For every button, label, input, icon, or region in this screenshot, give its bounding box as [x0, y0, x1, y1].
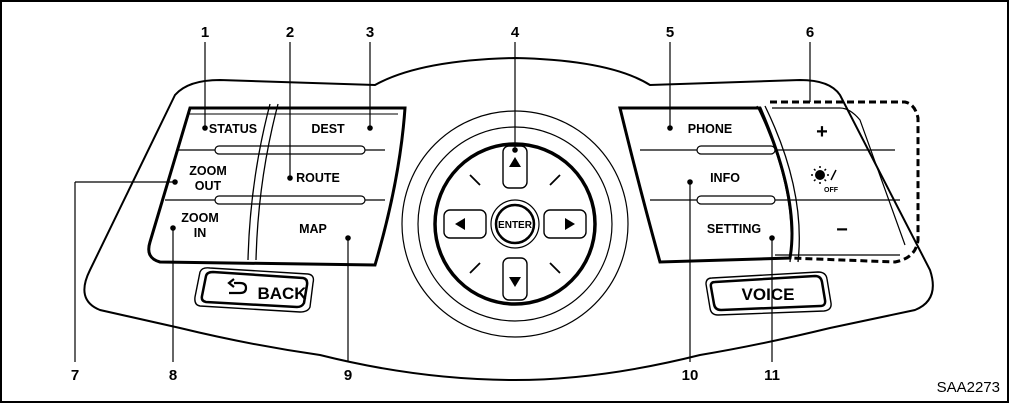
- enter-button-label: ENTER: [498, 220, 533, 231]
- control-panel-outline: [83, 56, 934, 382]
- callout-9: 9: [344, 367, 352, 384]
- brightness-day-night-button[interactable]: OFF: [811, 166, 846, 194]
- volume-up-button[interactable]: +: [816, 121, 828, 143]
- arrow-right-icon: [565, 218, 575, 230]
- enter-button[interactable]: [494, 203, 536, 245]
- callout-8: 8: [169, 367, 177, 384]
- voice-button-label: VOICE: [742, 285, 795, 304]
- zoom-out-button-line1[interactable]: ZOOM: [189, 164, 227, 178]
- setting-button[interactable]: SETTING: [707, 222, 761, 236]
- left-button-cluster: [147, 103, 407, 267]
- dial-down-button[interactable]: [502, 257, 528, 301]
- voice-button[interactable]: VOICE: [705, 271, 832, 316]
- moon-icon: [838, 168, 846, 183]
- arrow-up-icon: [509, 157, 521, 167]
- callout-2: 2: [286, 24, 294, 41]
- back-arrow-icon: [229, 281, 248, 295]
- callout-4: 4: [511, 24, 520, 41]
- callout-7: 7: [71, 367, 79, 384]
- phone-button[interactable]: PHONE: [688, 122, 732, 136]
- callout-3: 3: [366, 24, 374, 41]
- dial-left-button[interactable]: [443, 209, 487, 239]
- arrow-down-icon: [509, 277, 521, 287]
- callout-10: 10: [682, 367, 699, 384]
- diagram-code: SAA2273: [937, 379, 1000, 396]
- callout-5: 5: [666, 24, 674, 41]
- dial-right-button[interactable]: [543, 209, 587, 239]
- back-button[interactable]: BACK: [194, 267, 315, 313]
- route-button[interactable]: ROUTE: [296, 171, 340, 185]
- callout-1: 1: [201, 24, 209, 41]
- zoom-in-button-line2[interactable]: IN: [194, 226, 207, 240]
- center-dial[interactable]: [401, 110, 629, 338]
- off-label: OFF: [824, 187, 839, 194]
- back-button-label: BACK: [257, 284, 307, 303]
- volume-down-button[interactable]: −: [836, 219, 848, 241]
- map-button[interactable]: MAP: [299, 222, 327, 236]
- callout-leaders: [74, 42, 811, 362]
- callout-11: 11: [764, 367, 780, 384]
- slash-divider: [830, 169, 837, 181]
- dest-button[interactable]: DEST: [311, 122, 345, 136]
- info-button[interactable]: INFO: [710, 171, 740, 185]
- zoom-in-button-line1[interactable]: ZOOM: [181, 211, 219, 225]
- status-button[interactable]: STATUS: [209, 122, 257, 136]
- arrow-left-icon: [455, 218, 465, 230]
- callout-6: 6: [806, 24, 814, 41]
- right-button-cluster: [618, 100, 920, 264]
- sun-icon: [811, 166, 829, 184]
- zoom-out-button-line2[interactable]: OUT: [195, 179, 222, 193]
